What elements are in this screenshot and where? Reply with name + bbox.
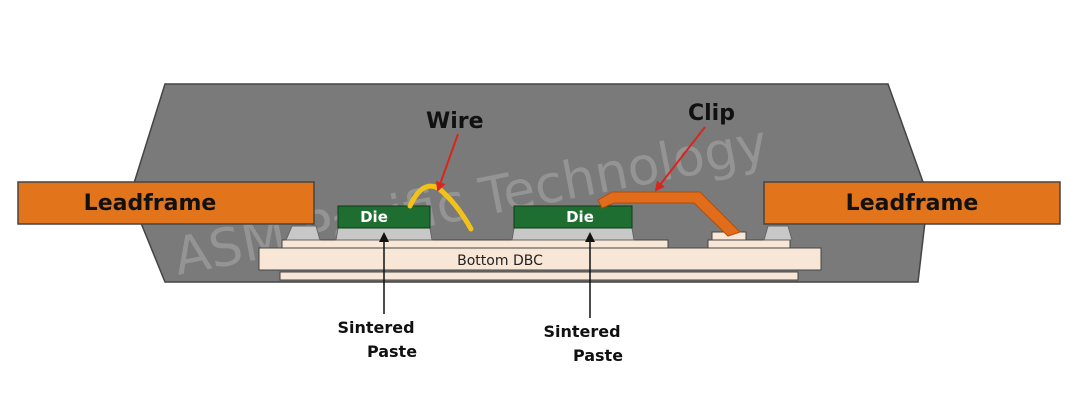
wire-callout-arrow [435, 133, 459, 192]
dbc-bottom-copper-layer [279, 271, 799, 281]
sintered-paste-left-label-line1: Sintered [337, 318, 414, 337]
leadframe-foot-left [285, 225, 321, 241]
leadframe-left-label: Leadframe [84, 191, 217, 216]
die-left-label: Die [360, 208, 388, 226]
sintered-paste-right-label-line2: Paste [573, 346, 623, 365]
die-right [513, 205, 633, 229]
leadframe-right [763, 181, 1061, 225]
sintered-paste-left-label-line2: Paste [367, 342, 417, 361]
clip-callout-label: Clip [688, 101, 735, 126]
dbc-top-copper-right [707, 239, 791, 249]
clip-callout-arrow [654, 126, 706, 192]
bottom-dbc-label: Bottom DBC [457, 253, 543, 269]
leadframe-left [17, 181, 315, 225]
die-left [337, 205, 431, 229]
sintered-paste-right [511, 227, 635, 241]
clip [597, 191, 741, 237]
dbc-top-copper-left [281, 239, 669, 249]
sintered-paste-right-label-line1: Sintered [543, 322, 620, 341]
leadframe-foot-right [763, 225, 793, 241]
leadframe-right-label: Leadframe [846, 191, 979, 216]
die-right-label: Die [566, 208, 594, 226]
wire-callout-label: Wire [426, 109, 484, 134]
